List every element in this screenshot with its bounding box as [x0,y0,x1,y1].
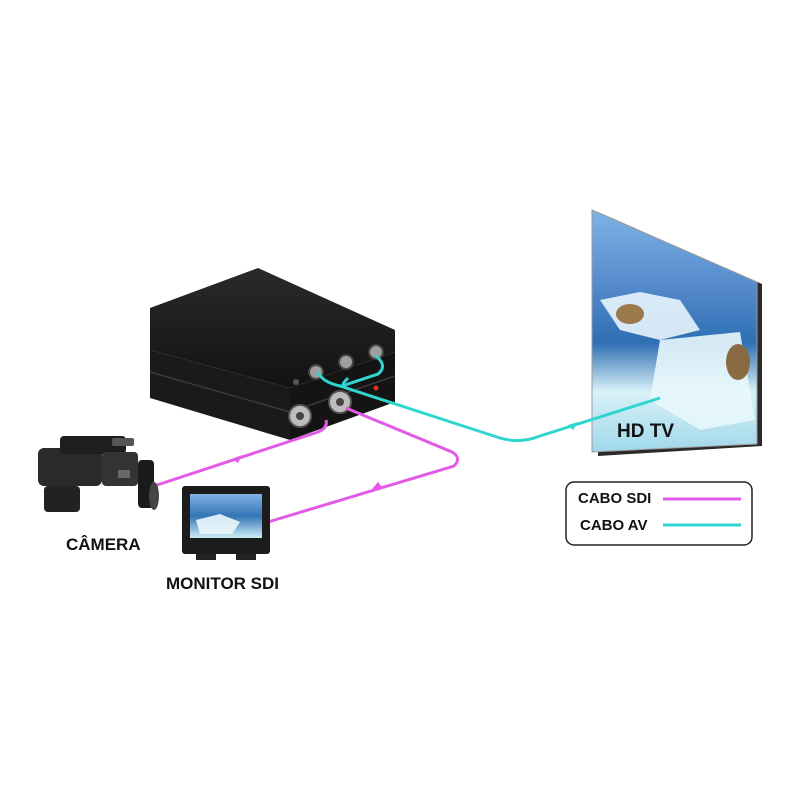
legend: CABO SDI CABO AV [565,481,753,546]
av-cable-tv [316,371,661,443]
converter-box-icon [149,268,396,440]
monitor-label: MONITOR SDI [166,574,279,593]
legend-label-av: CABO AV [580,517,648,534]
sdi-monitor-icon [182,486,270,560]
hd-tv-icon [591,209,762,456]
sdi-cable-monitor [267,406,459,524]
av-cable-loop [341,354,384,387]
legend-label-sdi: CABO SDI [578,490,651,507]
hdtv-label: HD TV [617,421,674,442]
camera-label: CÂMERA [66,535,141,554]
video-camera-icon [38,436,159,512]
sdi-cable-camera [147,419,328,490]
